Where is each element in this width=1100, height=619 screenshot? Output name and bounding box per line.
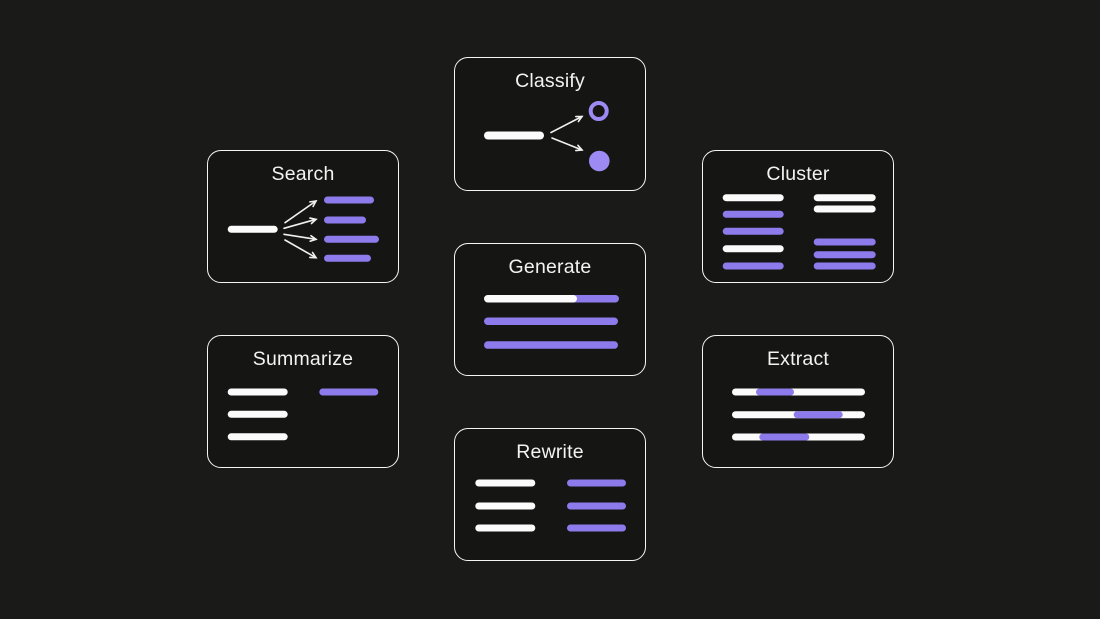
white-text-bar [484, 295, 577, 303]
category-dot-icon [589, 150, 610, 172]
card-extract: Extract [702, 335, 894, 468]
white-text-bar [732, 388, 865, 396]
card-title-classify: Classify [515, 70, 585, 92]
purple-text-bar [567, 479, 626, 487]
white-text-bar [813, 194, 876, 202]
arrow-icon [551, 137, 584, 152]
purple-text-bar [324, 216, 366, 224]
purple-text-bar [793, 411, 843, 419]
purple-text-bar [759, 433, 810, 441]
white-text-bar [227, 225, 278, 233]
card-search: Search [207, 150, 399, 283]
arrow-icon [283, 233, 318, 243]
white-text-bar [813, 205, 876, 213]
summarize-diagram [227, 388, 379, 441]
card-classify: Classify [454, 57, 646, 191]
purple-text-bar [319, 388, 379, 396]
category-ring-icon [588, 101, 609, 121]
card-title-summarize: Summarize [252, 348, 354, 370]
card-title-search: Search [271, 163, 335, 185]
white-text-bar [227, 388, 288, 396]
purple-text-bar [813, 262, 876, 270]
white-text-bar [475, 479, 536, 487]
purple-text-bar [813, 251, 876, 259]
arrow-icon [283, 217, 318, 230]
purple-text-bar [567, 502, 626, 510]
purple-text-bar [813, 238, 876, 246]
purple-text-bar [570, 295, 619, 303]
card-title-extract: Extract [766, 348, 830, 370]
purple-text-bar [324, 254, 371, 262]
rewrite-diagram [475, 479, 626, 532]
purple-text-bar [722, 210, 784, 218]
card-summarize: Summarize [207, 335, 399, 468]
white-text-bar [227, 433, 288, 441]
arrow-icon [284, 239, 318, 259]
cluster-diagram [722, 194, 876, 270]
generate-diagram [484, 295, 619, 349]
purple-text-bar [324, 235, 379, 243]
purple-text-bar [722, 227, 784, 235]
purple-text-bar [756, 388, 794, 396]
card-title-generate: Generate [508, 256, 592, 278]
purple-text-bar [567, 524, 626, 532]
arrow-icon [284, 199, 318, 224]
card-title-rewrite: Rewrite [516, 441, 584, 463]
white-text-bar [722, 194, 784, 202]
card-cluster: Cluster [702, 150, 894, 283]
classify-diagram [484, 101, 610, 172]
white-text-bar [227, 410, 288, 418]
extract-diagram [732, 388, 865, 441]
card-title-cluster: Cluster [766, 163, 830, 185]
purple-text-bar [722, 262, 784, 270]
purple-text-bar [484, 341, 618, 349]
white-text-bar [475, 524, 536, 532]
purple-text-bar [484, 317, 618, 325]
purple-text-bar [324, 196, 374, 204]
arrow-icon [550, 115, 584, 134]
card-generate: Generate [454, 243, 646, 376]
white-text-bar [484, 131, 544, 140]
white-text-bar [475, 502, 536, 510]
search-diagram [227, 196, 379, 262]
card-rewrite: Rewrite [454, 428, 646, 561]
white-text-bar [722, 245, 784, 253]
